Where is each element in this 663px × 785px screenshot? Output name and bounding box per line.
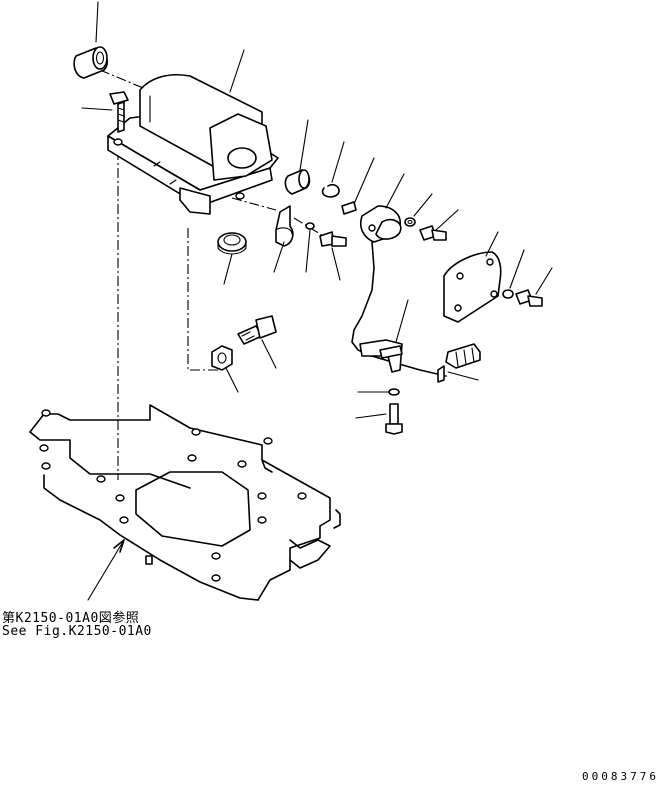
bolt-cover (515, 289, 543, 307)
seal-ring (217, 232, 247, 255)
leader-lines (81, 1, 553, 419)
bolt-sensor (419, 225, 447, 241)
snap-ring (321, 183, 340, 198)
washer-lower (388, 388, 400, 396)
washer-clamp (305, 222, 315, 230)
washer-sensor (404, 217, 416, 227)
sensor-body (359, 205, 402, 243)
cable-harness (351, 241, 481, 383)
reference-note-english: See Fig.K2150-01A0 (2, 624, 152, 639)
drawing-number: 00083776 (582, 770, 659, 783)
pin (341, 201, 357, 215)
bushing (284, 169, 311, 195)
cover-plate (443, 251, 502, 323)
hex-nut (211, 345, 233, 371)
base-frame-plate (29, 404, 341, 601)
cap-part (73, 46, 109, 79)
elbow-fitting (237, 315, 277, 345)
reference-note-japanese: 第K2150-01A0図参照 (2, 611, 140, 626)
washer-cover (502, 289, 514, 299)
clamp (275, 205, 294, 247)
bolt-clamp (319, 231, 347, 247)
bolt-lower (385, 403, 403, 435)
reference-arrow (87, 539, 125, 601)
housing-assembly (107, 74, 279, 215)
bolt-top-left (109, 91, 129, 133)
